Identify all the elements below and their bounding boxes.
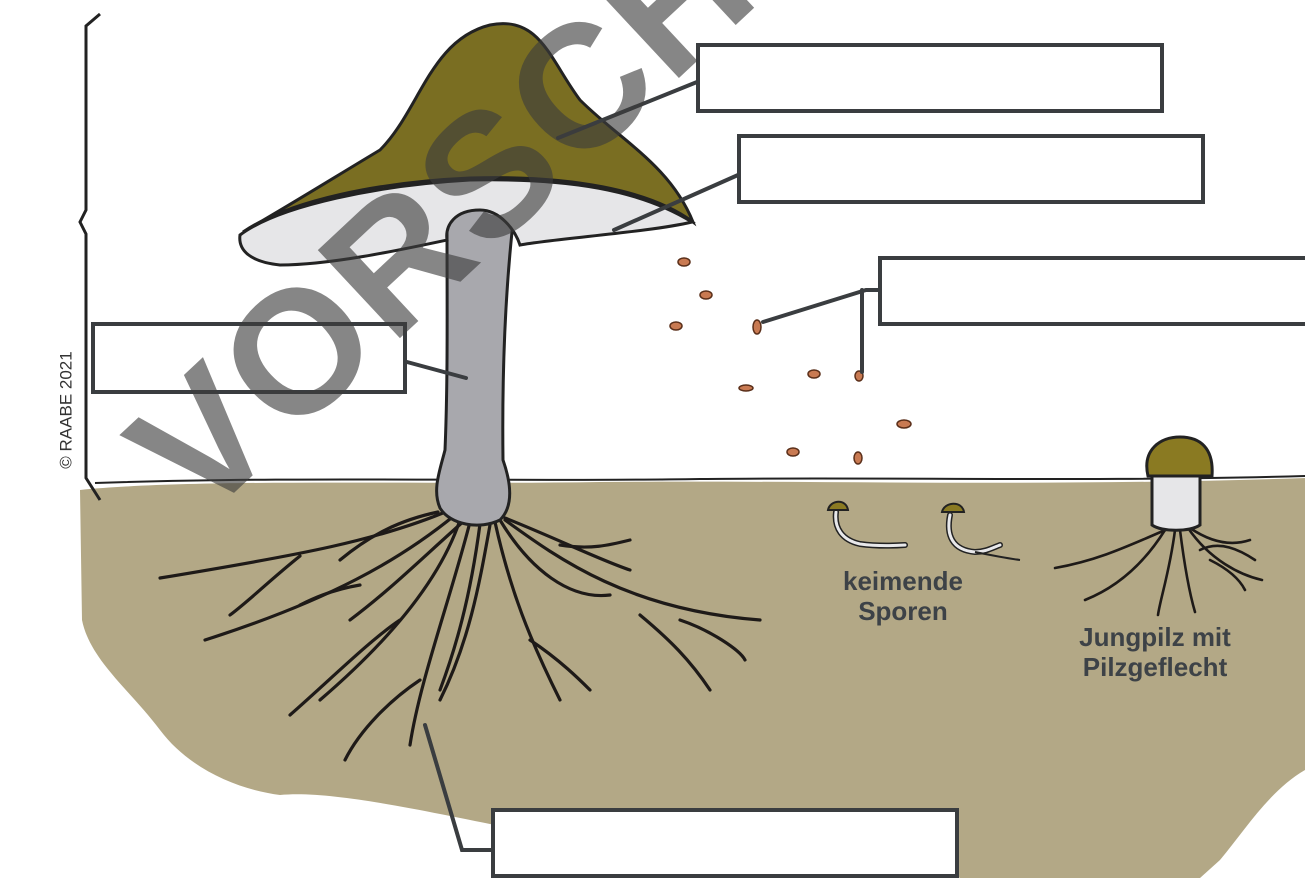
label-box-stem[interactable] bbox=[91, 322, 407, 394]
label-box-mycelium[interactable] bbox=[491, 808, 959, 878]
young-mushroom-label: Jungpilz mit Pilzgeflecht bbox=[1040, 622, 1270, 682]
mushroom-stem bbox=[437, 208, 513, 525]
copyright-text: © RAABE 2021 bbox=[57, 351, 77, 468]
height-bracket bbox=[80, 14, 100, 500]
label-box-spores[interactable] bbox=[878, 256, 1305, 326]
label-box-gills[interactable] bbox=[737, 134, 1205, 204]
germinating-spores-label: keimende Sporen bbox=[818, 566, 988, 626]
label-box-cap[interactable] bbox=[696, 43, 1164, 113]
